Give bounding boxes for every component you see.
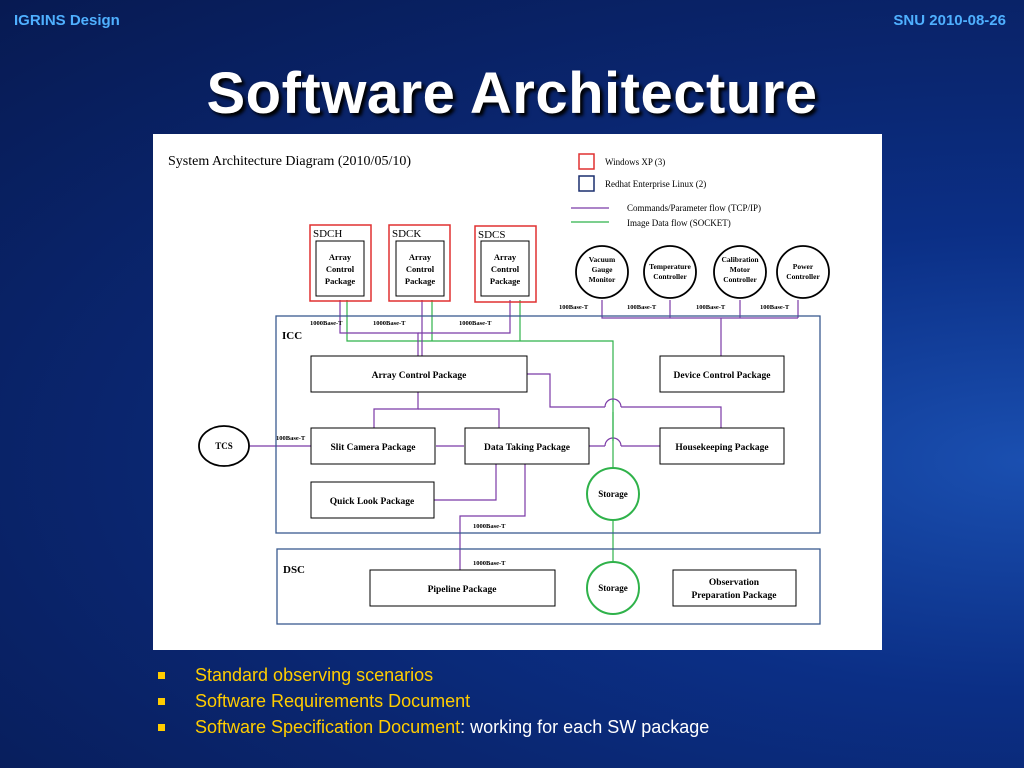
legend-image: Image Data flow (SOCKET) [627, 218, 731, 228]
pipeline-label: Pipeline Package [428, 585, 497, 595]
pipeline-package: Pipeline Package [369, 569, 556, 607]
sdcs-machine: SDCS Array Control Package [474, 225, 537, 303]
device-control-label: Device Control Package [674, 371, 771, 381]
power-line2: Controller [786, 272, 820, 281]
sdch-label: SDCH [313, 228, 342, 240]
sdch-package-line1: Array [329, 252, 352, 262]
link-label-pipeline: 1000Base-T [473, 560, 506, 567]
sdck-package-line1: Array [409, 252, 432, 262]
sdcs-label: SDCS [478, 229, 506, 241]
power-controller: Power Controller [776, 245, 830, 299]
bullet-item: Software Requirements Document [158, 688, 709, 714]
legend: Windows XP (3) Redhat Enterprise Linux (… [571, 153, 761, 228]
bullet-square-icon [158, 672, 165, 679]
housekeeping-package: Housekeeping Package [659, 427, 785, 465]
icc-label: ICC [282, 330, 302, 342]
icc-storage-label: Storage [598, 489, 628, 499]
legend-windows-swatch [578, 153, 595, 170]
sdcs-package-line2: Control [491, 264, 520, 274]
temperature-controller: Temperature Controller [643, 245, 697, 299]
bullet-list: Standard observing scenarios Software Re… [158, 662, 709, 740]
link-label-power: 100Base-T [760, 304, 790, 311]
dsc-label: DSC [283, 564, 305, 576]
slit-camera-label: Slit Camera Package [331, 443, 416, 453]
architecture-diagram: System Architecture Diagram (2010/05/10)… [153, 134, 882, 650]
dsc-container: DSC [276, 548, 821, 625]
array-control-label: Array Control Package [372, 371, 467, 381]
diagram-heading: System Architecture Diagram (2010/05/10) [168, 154, 411, 169]
observation-line2: Preparation Package [691, 591, 776, 601]
header-left: IGRINS Design [14, 12, 120, 29]
quick-look-label: Quick Look Package [330, 497, 414, 507]
bullet-item: Standard observing scenarios [158, 662, 709, 688]
temperature-line2: Controller [653, 272, 687, 281]
power-line1: Power [793, 262, 814, 271]
sdch-package-line3: Package [325, 276, 355, 286]
sdck-machine: SDCK Array Control Package [388, 224, 451, 302]
data-taking-label: Data Taking Package [484, 443, 570, 453]
link-label-calibration: 100Base-T [696, 304, 726, 311]
link-labels: 1000Base-T 1000Base-T 1000Base-T 100Base… [276, 304, 790, 567]
icc-container: ICC [275, 315, 821, 534]
temperature-line1: Temperature [649, 262, 691, 271]
device-control-package: Device Control Package [659, 355, 785, 393]
link-label-sdck: 1000Base-T [373, 320, 406, 327]
bullet-item: Software Specification Document: working… [158, 714, 709, 740]
vacuum-gauge-monitor: Vacuum Gauge Monitor [575, 245, 629, 299]
tcs-label: TCS [215, 441, 233, 451]
bullet-link[interactable]: Standard observing scenarios [195, 665, 434, 685]
legend-windows: Windows XP (3) [605, 157, 665, 167]
vacuum-line2: Gauge [592, 265, 614, 274]
tcs-node: TCS [198, 425, 250, 467]
link-label-vacuum: 100Base-T [559, 304, 589, 311]
dsc-storage-label: Storage [598, 583, 628, 593]
calibration-line3: Controller [723, 275, 757, 284]
quick-look-package: Quick Look Package [310, 481, 435, 519]
legend-redhat: Redhat Enterprise Linux (2) [605, 179, 706, 189]
sdck-package-line2: Control [406, 264, 435, 274]
sdch-package-line2: Control [326, 264, 355, 274]
header-right: SNU 2010-08-26 [893, 12, 1006, 29]
link-label-tcs: 100Base-T [276, 435, 306, 442]
housekeeping-label: Housekeeping Package [675, 443, 768, 453]
sdcs-package-line1: Array [494, 252, 517, 262]
link-label-icc-dsc: 1000Base-T [473, 523, 506, 530]
icc-storage: Storage [586, 467, 640, 521]
legend-redhat-swatch [578, 175, 595, 192]
sdch-machine: SDCH Array Control Package [309, 224, 372, 302]
sdck-label: SDCK [392, 228, 421, 240]
command-flow-lines [249, 300, 799, 570]
vacuum-line3: Monitor [589, 275, 616, 284]
vacuum-line1: Vacuum [589, 255, 616, 264]
slit-camera-package: Slit Camera Package [310, 427, 436, 465]
observation-line1: Observation [709, 578, 760, 588]
bullet-square-icon [158, 724, 165, 731]
data-taking-package: Data Taking Package [464, 427, 590, 465]
sdck-package-line3: Package [405, 276, 435, 286]
observation-preparation-package: Observation Preparation Package [672, 569, 797, 607]
bullet-link[interactable]: Software Specification Document [195, 717, 461, 737]
link-label-sdcs: 1000Base-T [459, 320, 492, 327]
calibration-motor-controller: Calibration Motor Controller [713, 245, 767, 299]
bullet-link[interactable]: Software Requirements Document [195, 691, 471, 711]
link-label-sdch: 1000Base-T [310, 320, 343, 327]
calibration-line1: Calibration [721, 255, 759, 264]
link-label-temperature: 100Base-T [627, 304, 657, 311]
bullet-square-icon [158, 698, 165, 705]
bullet-text: : working for each SW package [460, 717, 710, 737]
legend-commands: Commands/Parameter flow (TCP/IP) [627, 203, 761, 213]
sdcs-package-line3: Package [490, 276, 520, 286]
array-control-package: Array Control Package [310, 355, 528, 393]
dsc-storage: Storage [586, 561, 640, 615]
slide-title: Software Architecture [206, 61, 818, 126]
calibration-line2: Motor [730, 265, 751, 274]
